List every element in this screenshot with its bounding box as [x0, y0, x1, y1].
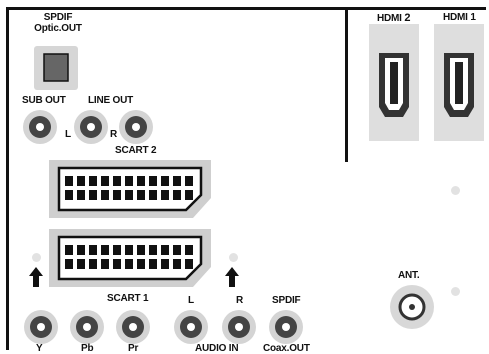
scart-pin [149, 190, 157, 200]
indicator-dot [451, 186, 460, 195]
audio-in-r-jack[interactable] [221, 309, 257, 345]
scart-pin [149, 245, 157, 255]
scart-pin [113, 176, 121, 186]
scart-pin [65, 259, 73, 269]
scart-pin [137, 259, 145, 269]
spdif-coax-label: SPDIF [272, 295, 301, 306]
audio-in-r-label: R [236, 295, 244, 306]
scart-pin [65, 176, 73, 186]
scart-pin [77, 259, 85, 269]
hdmi2-label: HDMI 2 [377, 12, 411, 24]
spdif-coax-jack[interactable] [268, 309, 304, 345]
scart-pin [65, 245, 73, 255]
scart-pin [173, 190, 181, 200]
audio-in-l-label: L [188, 295, 194, 306]
antenna-port[interactable] [389, 284, 435, 330]
line-out-r-jack[interactable] [118, 109, 154, 145]
indicator-dot [229, 253, 238, 262]
scart-pin [125, 245, 133, 255]
scart-pin [101, 190, 109, 200]
scart-pin [137, 190, 145, 200]
scart-pin [89, 176, 97, 186]
scart-pin [173, 176, 181, 186]
y-jack[interactable] [23, 309, 59, 345]
scart1-label: SCART 1 [107, 293, 149, 304]
scart-pin [113, 190, 121, 200]
hdmi2-port[interactable] [377, 51, 411, 119]
scart-pin [125, 176, 133, 186]
indicator-dot [451, 287, 460, 296]
scart1-connector[interactable] [45, 227, 215, 289]
scart-pin [173, 245, 181, 255]
scart-pin [185, 245, 193, 255]
scart-pin [65, 190, 73, 200]
audio-in-l-jack[interactable] [173, 309, 209, 345]
scart2-connector[interactable] [45, 158, 215, 220]
scart-pin [89, 259, 97, 269]
pb-jack[interactable] [69, 309, 105, 345]
line-out-r-label: R [110, 129, 118, 140]
arrow-up-icon [225, 267, 239, 287]
scart-pin [185, 259, 193, 269]
pr-jack[interactable] [115, 309, 151, 345]
scart-pin [113, 259, 121, 269]
scart-pin [185, 190, 193, 200]
spdif-optical-port[interactable] [34, 46, 78, 90]
y-label: Y [36, 343, 43, 354]
scart-pin [77, 190, 85, 200]
scart-pin [77, 176, 85, 186]
scart-pin [185, 176, 193, 186]
scart-pin [125, 190, 133, 200]
scart-pin [125, 259, 133, 269]
scart-pin [113, 245, 121, 255]
scart-pin [89, 245, 97, 255]
scart2-label: SCART 2 [115, 145, 157, 156]
scart-pin [77, 245, 85, 255]
arrow-up-icon [29, 267, 43, 287]
scart-pin [101, 176, 109, 186]
scart-pin [137, 245, 145, 255]
scart-pin [101, 259, 109, 269]
scart-pin [161, 176, 169, 186]
scart-pin [149, 176, 157, 186]
scart-pin [101, 245, 109, 255]
line-out-l-jack[interactable] [73, 109, 109, 145]
panel-frame [6, 7, 486, 350]
pb-label: Pb [81, 343, 94, 354]
hdmi1-port[interactable] [442, 51, 476, 119]
spdif-optic-label-bottom: Optic.OUT [34, 23, 82, 34]
antenna-label: ANT. [398, 270, 420, 281]
scart-pin [161, 259, 169, 269]
scart-pin [161, 190, 169, 200]
hdmi1-label: HDMI 1 [443, 12, 476, 23]
indicator-dot [32, 253, 41, 262]
scart-pin [173, 259, 181, 269]
sub-out-jack[interactable] [22, 109, 58, 145]
audio-in-label: AUDIO IN [195, 343, 239, 354]
sub-out-label: SUB OUT [22, 95, 66, 106]
line-out-l-label: L [65, 129, 71, 140]
spdif-optic-label-top: SPDIF [43, 12, 73, 23]
pr-label: Pr [128, 343, 139, 354]
line-out-label: LINE OUT [88, 95, 134, 106]
scart-pin [161, 245, 169, 255]
scart-pin [89, 190, 97, 200]
coax-out-label: Coax.OUT [263, 343, 310, 354]
scart-pin [149, 259, 157, 269]
panel-divider [345, 7, 348, 162]
scart-pin [137, 176, 145, 186]
